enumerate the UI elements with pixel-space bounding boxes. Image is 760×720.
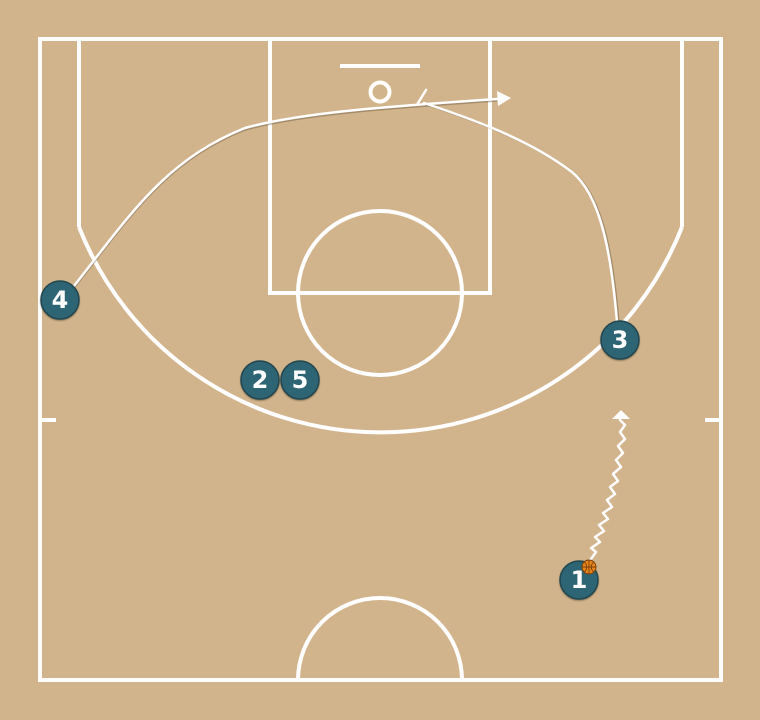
actions: [72, 88, 630, 565]
court-lines: [38, 37, 723, 682]
player-label: 5: [292, 366, 309, 394]
player-label: 2: [252, 366, 269, 394]
paint-lane: [268, 37, 492, 295]
players: 4 2 5 3 1: [40, 280, 640, 600]
player-5[interactable]: 5: [280, 360, 320, 400]
center-circle: [296, 596, 464, 681]
player-label: 1: [571, 566, 588, 594]
dribble-path-player-1: [586, 418, 627, 565]
free-throw-circle: [296, 209, 464, 377]
cut-path-player-4-line: [72, 97, 499, 288]
cut-path-player-3: [422, 101, 619, 324]
player-3[interactable]: 3: [600, 320, 640, 360]
cut-end-tick: [416, 88, 428, 105]
player-label: 4: [52, 286, 69, 314]
basketball-icon: [581, 559, 597, 575]
player-2[interactable]: 2: [240, 360, 280, 400]
player-4[interactable]: 4: [40, 280, 80, 320]
arrowhead-icon: [612, 410, 630, 419]
arrowhead-icon: [497, 91, 511, 106]
player-label: 3: [612, 326, 629, 354]
rim: [368, 80, 392, 104]
